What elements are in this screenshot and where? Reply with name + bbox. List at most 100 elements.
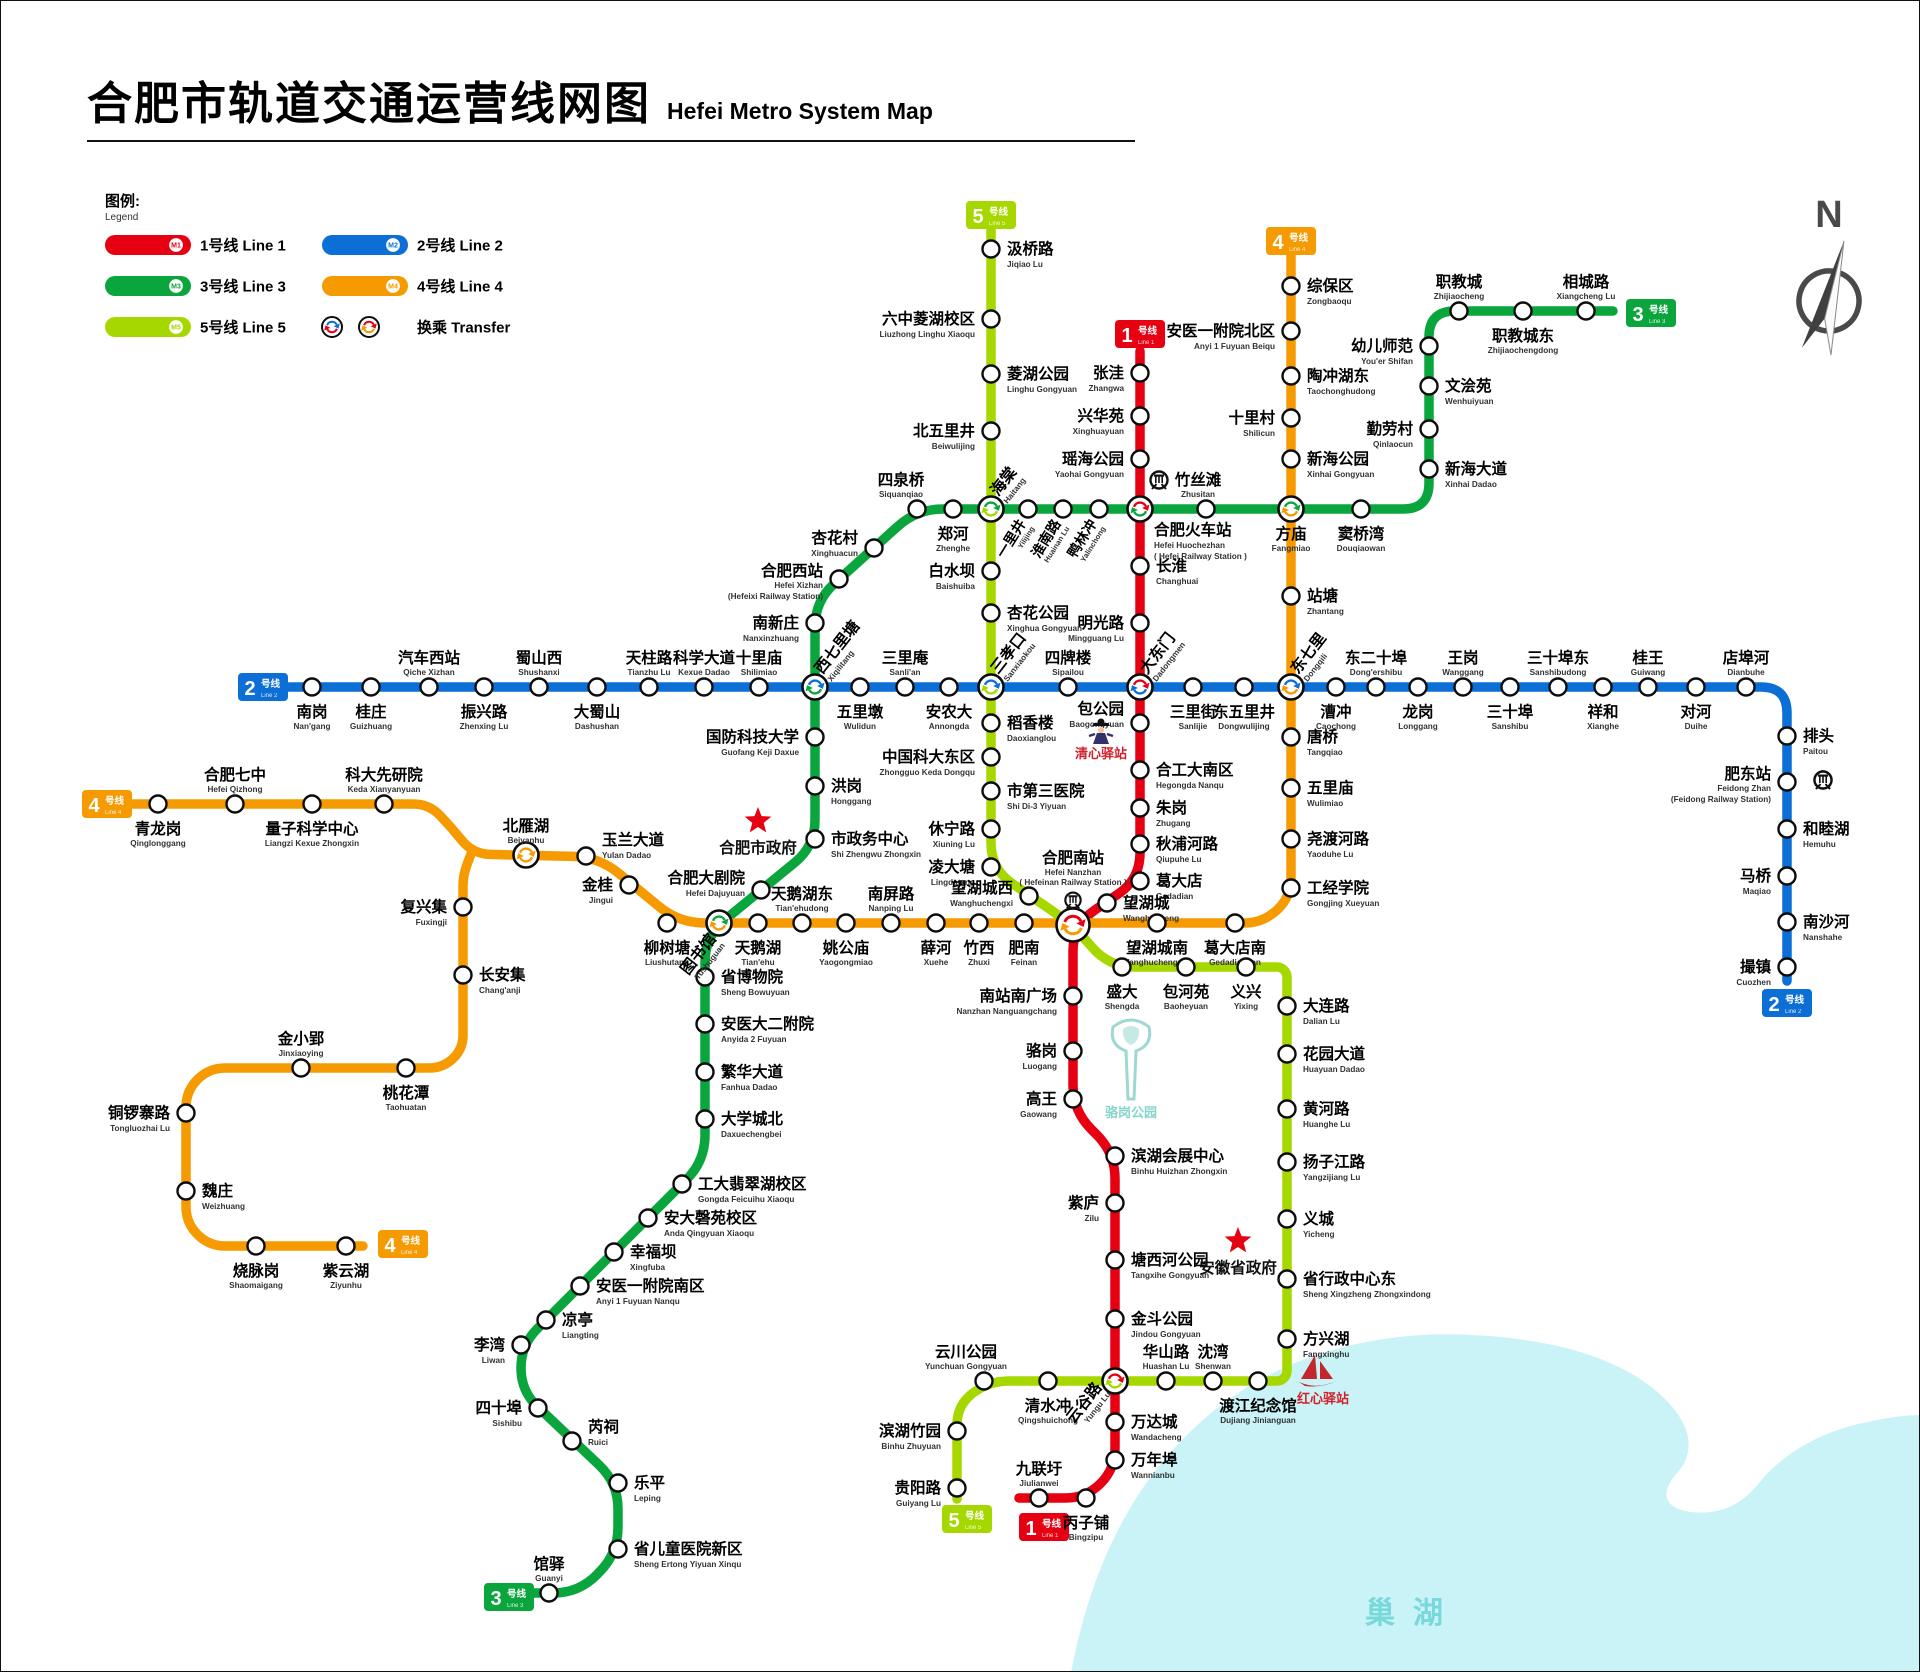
svg-text:Tian'ehudong: Tian'ehudong: [775, 904, 828, 913]
svg-text:新海公园: 新海公园: [1307, 449, 1369, 468]
svg-text:Duihe: Duihe: [1685, 722, 1708, 731]
svg-text:大蜀山: 大蜀山: [574, 702, 621, 721]
svg-text:Ruici: Ruici: [588, 1438, 608, 1447]
svg-text:Douqiaowan: Douqiaowan: [1337, 544, 1386, 553]
svg-text:Line 2: Line 2: [1785, 1009, 1802, 1015]
svg-text:Line 5: Line 5: [989, 221, 1006, 227]
svg-text:三十埠: 三十埠: [1487, 702, 1534, 721]
svg-text:Keda Xianyanyuan: Keda Xianyanyuan: [348, 785, 421, 794]
line-4-path: [128, 250, 1296, 928]
svg-text:Qiche Xizhan: Qiche Xizhan: [403, 668, 454, 677]
svg-text:Feidong Zhan: Feidong Zhan: [1717, 784, 1771, 793]
svg-text:Beiyanhu: Beiyanhu: [508, 836, 545, 845]
svg-text:Annongda: Annongda: [929, 722, 970, 731]
svg-text:工经学院: 工经学院: [1307, 878, 1370, 897]
svg-text:Yaogongmiao: Yaogongmiao: [819, 958, 873, 967]
svg-text:市第三医院: 市第三医院: [1007, 781, 1085, 800]
svg-text:Huanghe Lu: Huanghe Lu: [1303, 1120, 1350, 1129]
svg-text:望湖城: 望湖城: [1123, 893, 1170, 912]
svg-text:Binhu Huizhan Zhongxin: Binhu Huizhan Zhongxin: [1131, 1167, 1227, 1176]
legend-transfer-item: 换乘 Transfer: [321, 316, 511, 338]
svg-text:4号线 Line 4: 4号线 Line 4: [417, 278, 504, 296]
svg-text:Fuxingji: Fuxingji: [416, 918, 447, 927]
svg-text:Sipailou: Sipailou: [1052, 668, 1084, 677]
svg-text:马桥: 马桥: [1740, 866, 1772, 885]
svg-text:Xuehe: Xuehe: [924, 958, 949, 967]
svg-text:南沙河: 南沙河: [1803, 912, 1850, 931]
svg-text:安医大二附院: 安医大二附院: [721, 1014, 815, 1033]
svg-text:3号线 Line 3: 3号线 Line 3: [200, 278, 286, 296]
svg-text:Shenwan: Shenwan: [1195, 1362, 1231, 1371]
svg-text:清水冲: 清水冲: [1025, 1396, 1072, 1415]
svg-text:Luogang: Luogang: [1022, 1062, 1057, 1071]
svg-text:北五里井: 北五里井: [913, 421, 975, 440]
svg-text:工大翡翠湖校区: 工大翡翠湖校区: [698, 1174, 807, 1193]
svg-text:M3: M3: [171, 284, 181, 291]
svg-text:4: 4: [88, 795, 100, 817]
svg-text:五里庙: 五里庙: [1307, 778, 1354, 797]
svg-text:综保区: 综保区: [1307, 276, 1354, 295]
legend-line-3-item: M3 3号线 Line 3: [105, 276, 286, 296]
svg-text:Sanli'an: Sanli'an: [889, 668, 920, 677]
svg-text:Sheng Xingzheng Zhongxindong: Sheng Xingzheng Zhongxindong: [1303, 1290, 1431, 1299]
svg-text:Wenhuiyuan: Wenhuiyuan: [1445, 397, 1494, 406]
svg-text:Gaowang: Gaowang: [1020, 1110, 1057, 1119]
svg-text:对河: 对河: [1680, 702, 1712, 721]
line-3-path: [501, 306, 1618, 1598]
svg-text:( Hefeinan Railway Station ): ( Hefeinan Railway Station ): [1019, 878, 1127, 887]
svg-text:Sanlijie: Sanlijie: [1179, 722, 1208, 731]
svg-text:渡江纪念馆: 渡江纪念馆: [1219, 1396, 1297, 1415]
svg-text:Hemuhu: Hemuhu: [1803, 840, 1836, 849]
svg-text:Qiupuhe Lu: Qiupuhe Lu: [1156, 855, 1201, 864]
svg-text:Longgang: Longgang: [1398, 722, 1438, 731]
landmark-label: 骆岗公园: [1105, 1105, 1157, 1120]
svg-text:换乘 Transfer: 换乘 Transfer: [417, 319, 511, 337]
line-2-path: [284, 682, 1792, 986]
svg-text:桃花潭: 桃花潭: [383, 1083, 430, 1102]
svg-text:Caochong: Caochong: [1316, 722, 1356, 731]
svg-text:长安集: 长安集: [479, 965, 526, 984]
svg-text:Huashan Lu: Huashan Lu: [1143, 1362, 1190, 1371]
railway-station-icon: [1149, 470, 1169, 490]
svg-text:菱湖公园: 菱湖公园: [1007, 364, 1069, 383]
svg-text:勤劳村: 勤劳村: [1366, 419, 1413, 438]
svg-text:科大先研院: 科大先研院: [345, 765, 423, 784]
